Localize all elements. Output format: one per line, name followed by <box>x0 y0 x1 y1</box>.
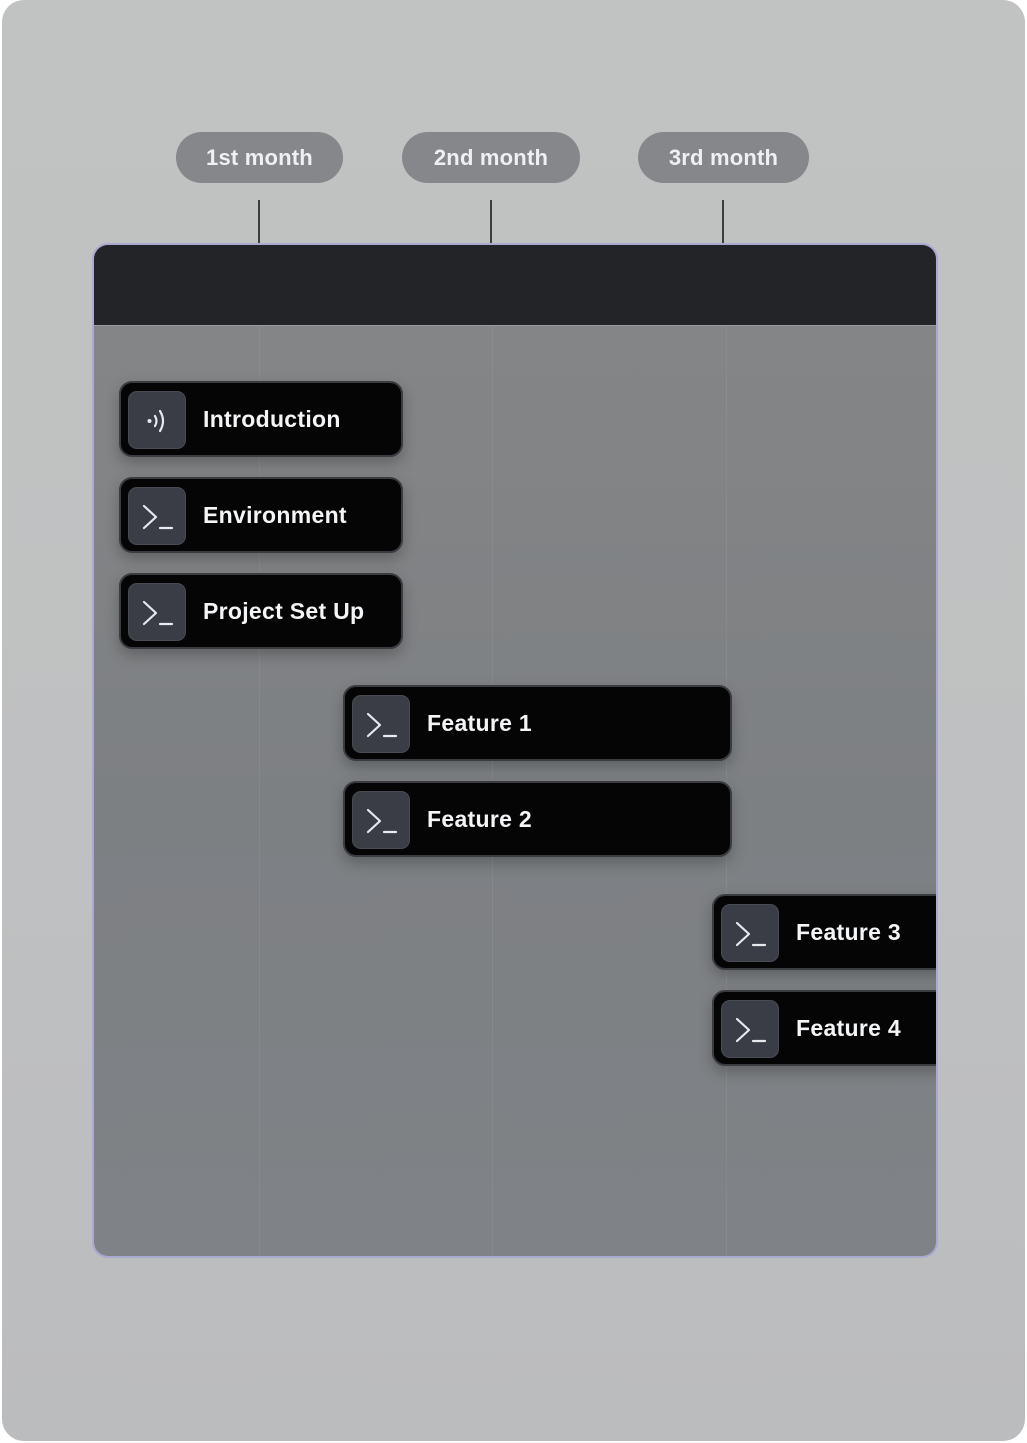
task-feature-1[interactable]: Feature 1 <box>343 685 732 761</box>
terminal-icon <box>352 695 410 753</box>
task-label: Feature 1 <box>427 710 532 736</box>
task-feature-2[interactable]: Feature 2 <box>343 781 732 857</box>
task-label: Project Set Up <box>203 598 365 624</box>
month-tick-1 <box>258 200 260 246</box>
broadcast-icon <box>128 391 186 449</box>
task-introduction[interactable]: Introduction <box>119 381 403 457</box>
terminal-icon <box>721 1000 779 1058</box>
month-pill-2: 2nd month <box>402 132 580 183</box>
task-project-set-up[interactable]: Project Set Up <box>119 573 403 649</box>
task-label: Environment <box>203 502 347 528</box>
task-label: Feature 2 <box>427 806 532 832</box>
timeline-board: Introduction Environment Project Set Up <box>94 245 936 1256</box>
month-pill-3: 3rd month <box>638 132 809 183</box>
task-label: Introduction <box>203 406 341 432</box>
task-feature-4[interactable]: Feature 4 <box>712 990 936 1066</box>
board-header <box>94 245 936 326</box>
terminal-icon <box>128 487 186 545</box>
month-column-divider <box>259 326 260 1256</box>
month-pill-1: 1st month <box>176 132 343 183</box>
month-tick-3 <box>722 200 724 246</box>
terminal-icon <box>128 583 186 641</box>
task-label: Feature 4 <box>796 1015 901 1041</box>
task-environment[interactable]: Environment <box>119 477 403 553</box>
task-feature-3[interactable]: Feature 3 <box>712 894 936 970</box>
task-label: Feature 3 <box>796 919 901 945</box>
terminal-icon <box>352 791 410 849</box>
terminal-icon <box>721 904 779 962</box>
month-tick-2 <box>490 200 492 246</box>
